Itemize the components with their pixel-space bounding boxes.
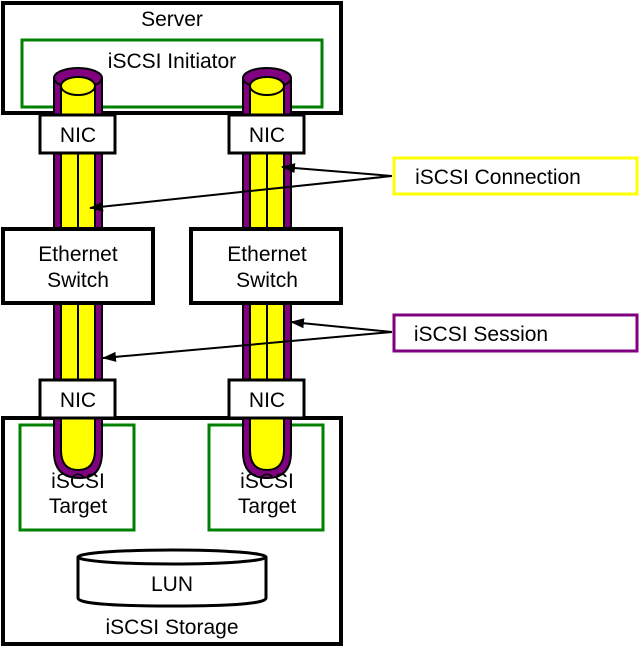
target-nic-2-label: NIC [249, 389, 285, 412]
target-2-line1: iSCSI [240, 470, 294, 493]
host-nic-1-label: NIC [60, 124, 96, 147]
ethernet-switch-2: Ethernet Switch [189, 227, 343, 305]
target-nic-1: NIC [38, 378, 117, 420]
switch-2-line2: Switch [236, 269, 298, 292]
host-nic-2: NIC [227, 113, 306, 155]
legend-session-label: iSCSI Session [414, 323, 548, 346]
switch-1-line2: Switch [47, 269, 109, 292]
lun-cylinder: LUN [76, 548, 268, 608]
host-nic-1: NIC [38, 113, 117, 155]
legend-connection-label: iSCSI Connection [415, 166, 581, 189]
server-label: Server [141, 8, 203, 31]
connection-arrow-2 [89, 175, 393, 212]
ethernet-switch-1: Ethernet Switch [1, 227, 155, 305]
target-1-line2: Target [49, 495, 108, 518]
legend-connection: iSCSI Connection [392, 156, 639, 196]
initiator-label: iSCSI Initiator [108, 50, 236, 73]
target-2-line2: Target [238, 495, 297, 518]
lun-label: LUN [151, 573, 193, 596]
switch-1-line1: Ethernet [38, 243, 118, 266]
target-nic-1-label: NIC [60, 389, 96, 412]
storage-label: iSCSI Storage [105, 616, 238, 639]
session-arrow-2 [102, 331, 393, 362]
switch-2-line1: Ethernet [227, 243, 307, 266]
session-arrow-1 [290, 318, 393, 333]
target-1-line1: iSCSI [51, 470, 105, 493]
legend-session: iSCSI Session [392, 313, 639, 353]
connection-arrow-1 [281, 163, 393, 177]
host-nic-2-label: NIC [249, 124, 285, 147]
target-nic-2: NIC [227, 378, 306, 420]
iscsi-initiator-box: iSCSI Initiator [20, 38, 324, 109]
